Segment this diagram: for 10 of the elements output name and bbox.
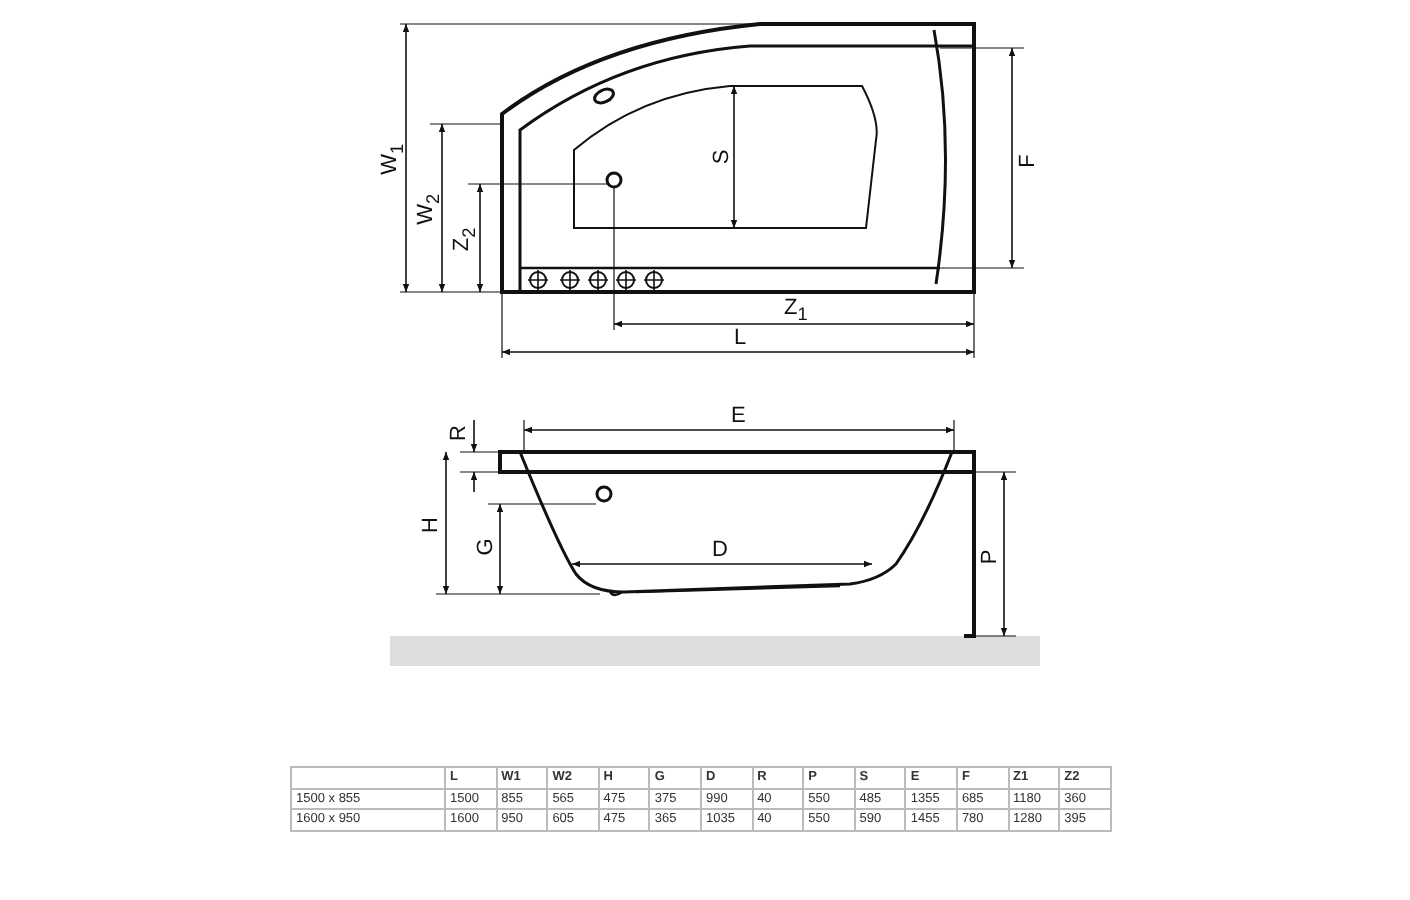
dimension-label: L [734, 327, 747, 349]
dimension-label: H [420, 516, 443, 532]
dimension-label: E [731, 405, 746, 427]
dimension-label: S [711, 148, 734, 164]
dimension-label: R [448, 424, 471, 440]
dimension-label: Z$_{1}$ [784, 297, 808, 324]
dimension-label: G [474, 537, 497, 555]
dimension-label: D [712, 539, 728, 561]
dimension-label: F [1016, 153, 1039, 167]
dimension-label: P [979, 548, 1002, 564]
